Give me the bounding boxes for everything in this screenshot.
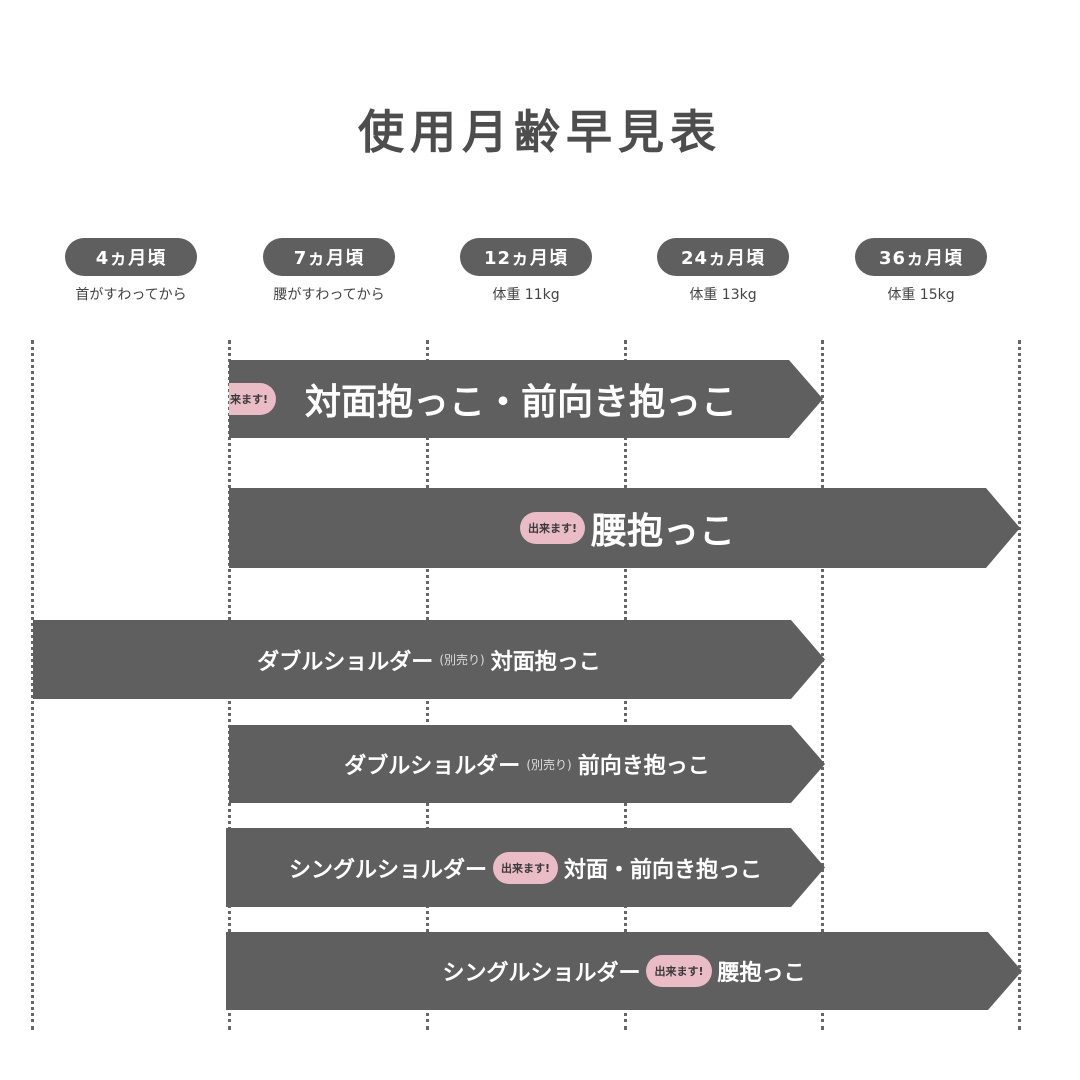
bar-prefix: シングルショルダー <box>288 857 487 883</box>
milestone-pill: 7ヵ月頃 <box>263 238 395 276</box>
page-title: 使用月齢早見表 <box>358 105 722 159</box>
bar-note: (別売り) <box>526 757 572 772</box>
bar-single-shoulder-hip: シングルショルダー 出来ます! 腰抱っこ <box>226 932 1022 1010</box>
milestone-note: 腰がすわってから <box>273 287 385 303</box>
milestone-pill: 4ヵ月頃 <box>65 238 197 276</box>
milestone-4m: 4ヵ月頃 首がすわってから <box>63 238 199 304</box>
milestone-note: 首がすわってから <box>75 287 187 303</box>
bar-face-forward-carry: 出来ます! 対面抱っこ・前向き抱っこ <box>229 360 823 438</box>
milestone-note: 体重 13kg <box>689 287 757 303</box>
milestone-12m: 12ヵ月頃 体重 11kg <box>458 238 594 304</box>
bar-double-shoulder-face: ダブルショルダー (別売り) 対面抱っこ <box>33 620 825 699</box>
bar-prefix: シングルショルダー <box>442 961 641 986</box>
bar-hip-carry: 出来ます! 腰抱っこ <box>229 488 1020 568</box>
badge-can-do: 出来ます! <box>520 512 585 544</box>
bar-label: 対面抱っこ・前向き抱っこ <box>304 382 737 423</box>
bar-prefix: ダブルショルダー <box>257 649 434 675</box>
bar-label: 対面・前向き抱っこ <box>564 857 763 883</box>
milestone-pill: 12ヵ月頃 <box>460 238 592 276</box>
milestone-pill: 36ヵ月頃 <box>855 238 987 276</box>
milestone-pill: 24ヵ月頃 <box>657 238 789 276</box>
bar-label: 対面抱っこ <box>490 649 601 675</box>
bar-prefix: ダブルショルダー <box>344 754 521 779</box>
milestone-7m: 7ヵ月頃 腰がすわってから <box>261 238 397 304</box>
bar-label: 腰抱っこ <box>717 961 806 986</box>
bar-label: 前向き抱っこ <box>577 754 710 779</box>
bar-note: (別売り) <box>439 653 485 667</box>
guide-line <box>821 340 824 1030</box>
milestone-note: 体重 11kg <box>492 287 560 303</box>
bar-label: 腰抱っこ <box>591 511 736 552</box>
badge-can-do: 出来ます! <box>211 383 276 415</box>
guide-line <box>1018 340 1021 1030</box>
badge-can-do: 出来ます! <box>493 852 558 884</box>
bar-double-shoulder-forward: ダブルショルダー (別売り) 前向き抱っこ <box>229 725 825 803</box>
milestone-note: 体重 15kg <box>887 287 955 303</box>
milestone-36m: 36ヵ月頃 体重 15kg <box>853 238 989 304</box>
guide-line <box>31 340 34 1030</box>
bar-single-shoulder-face-forward: シングルショルダー 出来ます! 対面・前向き抱っこ <box>226 828 825 907</box>
badge-can-do: 出来ます! <box>646 955 711 987</box>
milestone-24m: 24ヵ月頃 体重 13kg <box>655 238 791 304</box>
